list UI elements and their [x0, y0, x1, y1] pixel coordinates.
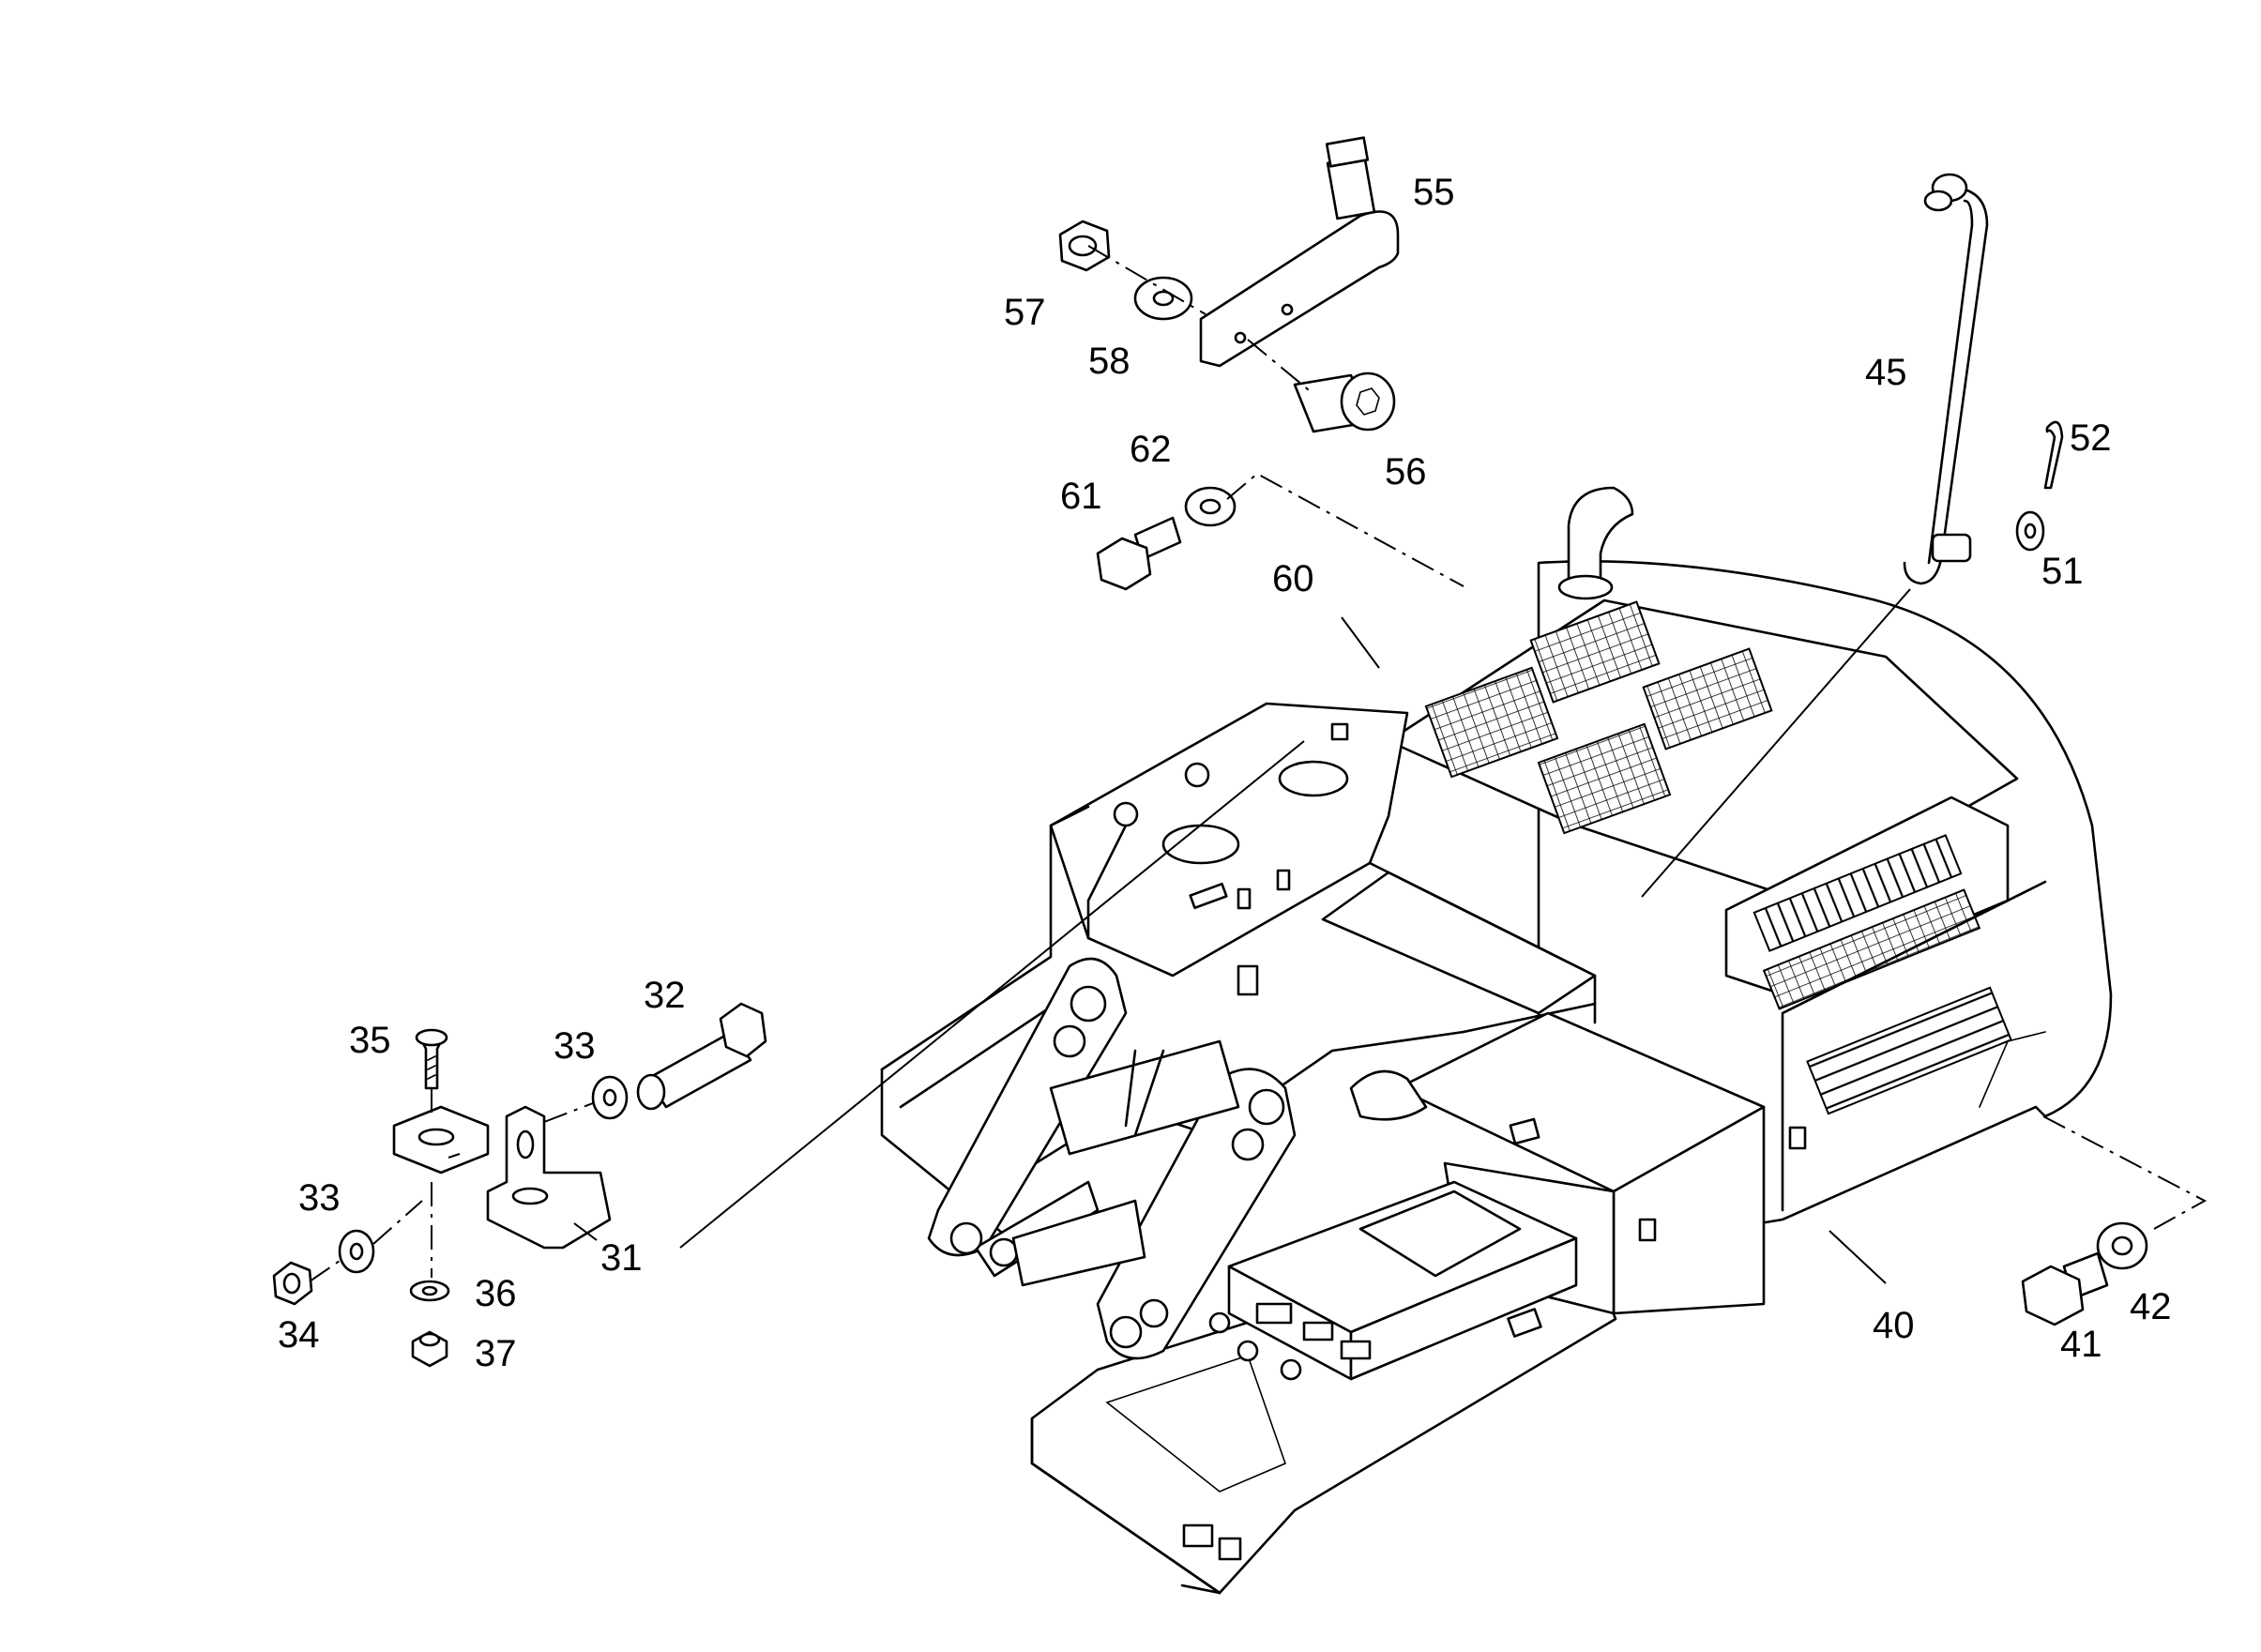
callout-56: 56 [1385, 451, 1427, 493]
hood-grille-3 [1642, 647, 1773, 750]
callout-40: 40 [1873, 1305, 1915, 1346]
handrail [1903, 173, 1989, 585]
callout-labels: 31 32 33 33 34 35 36 37 40 41 42 45 51 5… [278, 172, 2172, 1374]
callout-52: 52 [2070, 417, 2112, 459]
callout-57: 57 [1004, 292, 1046, 333]
callout-35: 35 [349, 1020, 391, 1061]
callout-51: 51 [2041, 551, 2084, 592]
boom-foot-bracket-left [927, 957, 1128, 1278]
callout-33-lower: 33 [298, 1177, 341, 1219]
callout-62: 62 [1130, 429, 1172, 470]
callout-45: 45 [1865, 352, 1907, 393]
upper-frame-assembly [880, 486, 2113, 1595]
callout-58: 58 [1088, 341, 1130, 382]
bracket-55 [1199, 136, 1400, 368]
tool-box-slot-1 [1255, 1302, 1293, 1325]
callout-37: 37 [475, 1333, 517, 1374]
callout-32: 32 [644, 975, 686, 1016]
boom-foot-bracket-right [1096, 1068, 1297, 1360]
cotter-pin-52 [2043, 420, 2064, 490]
callout-42: 42 [2130, 1286, 2172, 1327]
callout-61: 61 [1060, 476, 1102, 517]
callout-34: 34 [278, 1314, 320, 1356]
callout-41: 41 [2060, 1324, 2102, 1365]
callout-33-upper: 33 [554, 1025, 596, 1067]
callout-36: 36 [475, 1273, 517, 1314]
exhaust-pipe [1567, 486, 1634, 593]
base-opening-1 [1182, 1523, 1214, 1548]
valve-block [1237, 964, 1259, 996]
leader-lines [573, 588, 1911, 1284]
hinge-assembly [272, 1002, 767, 1368]
side-louvre [1806, 986, 2012, 1115]
assembly-centerlines [309, 245, 2208, 1282]
base-opening-2 [1218, 1537, 1242, 1561]
callout-60: 60 [1272, 558, 1314, 599]
callout-31: 31 [600, 1237, 643, 1279]
hood-grille-1 [1529, 600, 1661, 704]
hood-grille-2 [1424, 666, 1559, 779]
hood-grille-4 [1537, 722, 1672, 835]
callout-55: 55 [1413, 172, 1455, 213]
